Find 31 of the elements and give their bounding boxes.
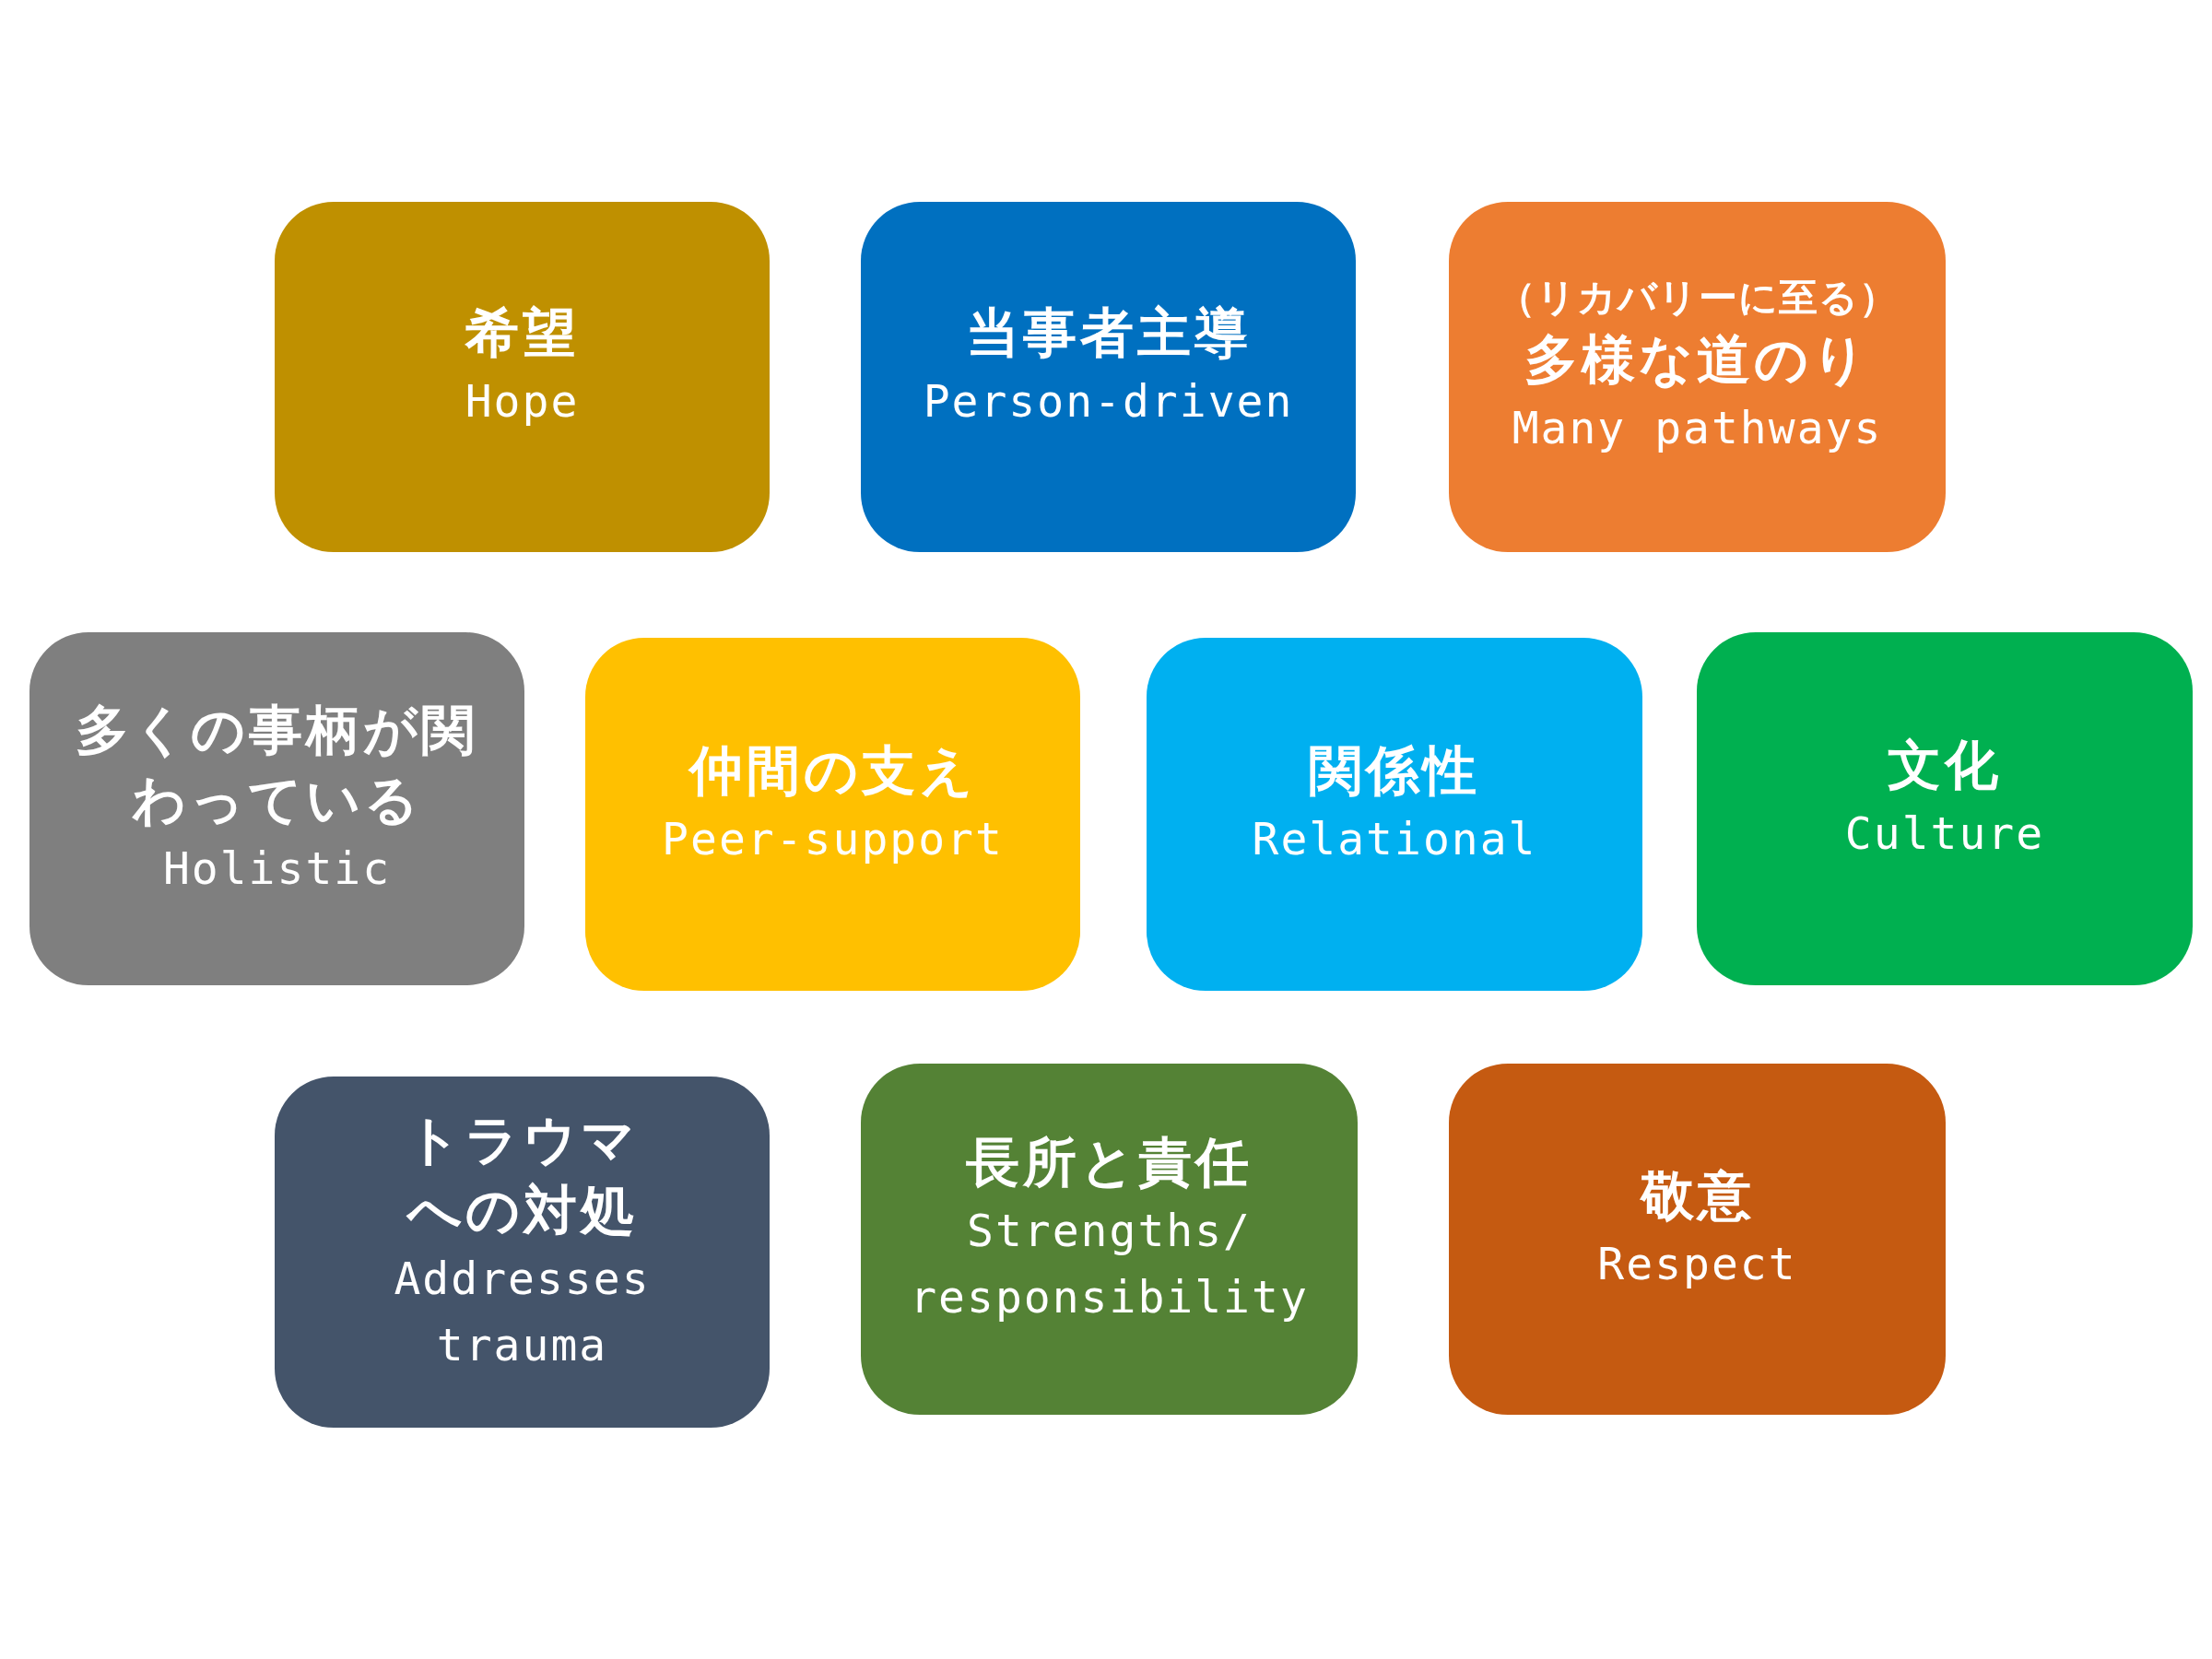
rounded-box [275, 1077, 770, 1428]
card-subtitle: Relational [1252, 811, 1537, 866]
card-note: （リカバリーに至る） [1496, 274, 1899, 322]
rounded-box [1449, 202, 1946, 552]
card-title: 多様な道のり [1524, 327, 1870, 393]
card-subtitle: Hope [465, 374, 580, 429]
rounded-box [861, 1064, 1358, 1415]
card-subtitle: Peer-support [662, 811, 1004, 866]
rounded-box [1697, 632, 2193, 985]
rounded-box [1147, 638, 1642, 991]
card-title: トラウマへの対処 [405, 1107, 640, 1243]
card-title: 文化 [1888, 732, 2002, 798]
rounded-box [29, 632, 524, 985]
card-subtitle: Respect [1597, 1236, 1797, 1291]
card-title: 当事者主導 [965, 300, 1252, 366]
rounded-box [275, 202, 770, 552]
rounded-box [861, 202, 1356, 552]
card-subtitle: Holistic [162, 841, 392, 896]
card-title: 希望 [465, 300, 580, 366]
card-title: 多くの事柄が関わっている [75, 697, 479, 833]
card-subtitle: Strengths/ responsibility [909, 1203, 1310, 1324]
card-title: 敬意 [1640, 1162, 1755, 1229]
card-subtitle: Addresses trauma [393, 1251, 652, 1372]
card-title: 仲間の支え [688, 737, 977, 804]
card-title: 関係性 [1309, 737, 1480, 804]
card-subtitle: Person-driven [923, 374, 1294, 429]
rounded-box [1449, 1064, 1946, 1415]
card-subtitle: Many pathways [1512, 401, 1883, 455]
card-subtitle: Culture [1844, 806, 2045, 861]
rounded-box [585, 638, 1080, 991]
card-title: 長所と責任 [966, 1129, 1253, 1195]
